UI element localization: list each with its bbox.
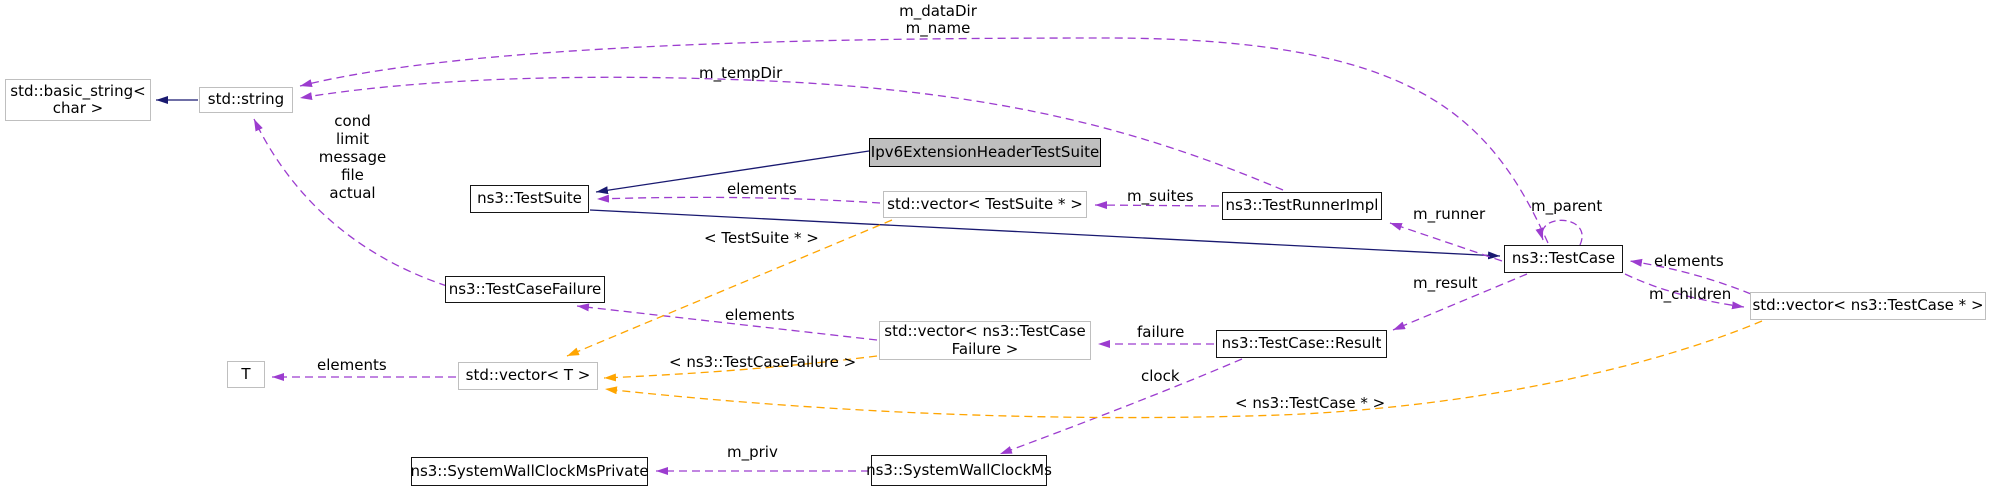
edge-label-template-testsuite-ptr: < TestSuite * >	[704, 229, 819, 247]
edge-testsuite-inherits-testcase	[589, 209, 1501, 260]
node-std-string[interactable]: std::string	[199, 87, 293, 113]
node-ns3-testsuite[interactable]: ns3::TestSuite	[470, 185, 589, 213]
edge-m-children	[1624, 273, 1745, 310]
edge-label-failure: failure	[1137, 323, 1185, 341]
edge-elements-testsuite	[596, 194, 881, 204]
edge-label-cond-limit-message-file-actual: cond limit message file actual	[318, 112, 387, 202]
node-template-t[interactable]: T	[227, 361, 265, 388]
edge-m-parent-selfloop	[1535, 219, 1583, 246]
node-std-vector-ns3-testcase-ptr[interactable]: std::vector< ns3::TestCase * >	[1750, 292, 1986, 320]
edge-label-elements-t: elements	[317, 356, 387, 374]
edge-ipv6-inherits-testsuite	[595, 150, 870, 195]
node-std-vector-t[interactable]: std::vector< T >	[458, 362, 598, 390]
node-ns3-testcase[interactable]: ns3::TestCase	[1504, 245, 1623, 273]
edge-clock	[999, 358, 1243, 455]
edge-m-result	[1392, 273, 1528, 331]
edge-label-template-testcasefailure: < ns3::TestCaseFailure >	[669, 353, 857, 371]
edge-template-testcase-ptr	[604, 320, 1763, 419]
edge-label-m-suites: m_suites	[1127, 187, 1194, 205]
edge-label-m-result: m_result	[1413, 274, 1478, 292]
node-std-vector-ns3-testcasefailure[interactable]: std::vector< ns3::TestCase Failure >	[879, 321, 1091, 360]
edge-label-elements-testsuite: elements	[727, 180, 797, 198]
node-std-vector-testsuite-ptr[interactable]: std::vector< TestSuite * >	[883, 191, 1087, 218]
edge-label-m-datadir-m-name: m_dataDir m_name	[899, 2, 977, 37]
node-ipv6-extension-header-test-suite[interactable]: Ipv6ExtensionHeaderTestSuite	[869, 138, 1101, 167]
node-ns3-testcasefailure[interactable]: ns3::TestCaseFailure	[445, 276, 605, 303]
edge-label-clock: clock	[1141, 367, 1180, 385]
node-ns3-testcase-result[interactable]: ns3::TestCase::Result	[1216, 330, 1387, 358]
node-ns3-testrunnerimpl[interactable]: ns3::TestRunnerImpl	[1222, 192, 1382, 220]
edge-m-tempdir	[299, 76, 1284, 191]
edge-template-testsuite-ptr	[566, 219, 893, 357]
edge-label-m-priv: m_priv	[727, 443, 778, 461]
edge-cond-limit-message-file-actual	[253, 118, 448, 287]
edge-label-m-parent: m_parent	[1531, 197, 1603, 215]
edge-label-m-tempdir: m_tempDir	[699, 64, 783, 82]
edge-template-testcasefailure	[603, 355, 878, 382]
edge-elements-testcasefailure	[576, 303, 878, 341]
node-std-basic-string[interactable]: std::basic_string< char >	[5, 79, 151, 121]
edge-m-runner	[1389, 222, 1503, 262]
node-ns3-systemwallclockmsprivate[interactable]: ns3::SystemWallClockMsPrivate	[410, 457, 649, 486]
edge-m-suites	[1094, 201, 1220, 210]
edge-label-elements-testcasefailure: elements	[725, 306, 795, 324]
edge-label-elements-testcase: elements	[1654, 252, 1724, 270]
edge-label-template-testcase-ptr: < ns3::TestCase * >	[1235, 394, 1386, 412]
edge-elements-testcase	[1629, 258, 1752, 295]
node-ns3-systemwallclockms[interactable]: ns3::SystemWallClockMs	[866, 455, 1052, 486]
edge-label-m-children: m_children	[1649, 285, 1732, 303]
edge-label-m-runner: m_runner	[1413, 205, 1486, 223]
